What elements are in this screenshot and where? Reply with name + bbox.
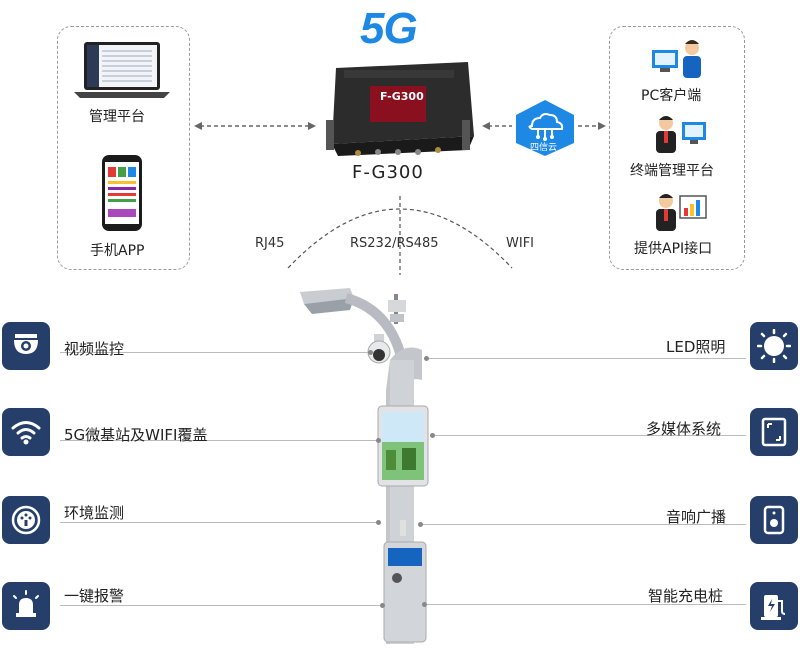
device-name: F-G300 xyxy=(352,162,424,183)
connector-line xyxy=(60,352,370,353)
connector-dot xyxy=(424,356,429,361)
right-panel xyxy=(609,26,745,270)
connector-dot xyxy=(418,522,423,527)
protocol-label: RJ45 xyxy=(255,236,285,251)
5g-logo: 5G xyxy=(360,4,418,53)
connector-line xyxy=(424,604,746,605)
cloud-label: 四信云 xyxy=(530,143,558,153)
left-panel xyxy=(57,26,190,270)
feature-label: LED照明 xyxy=(666,338,726,356)
connector-line xyxy=(420,524,746,525)
feature-label: 音响广播 xyxy=(666,508,727,526)
connector-dot xyxy=(430,433,435,438)
terminal-admin-icon xyxy=(652,114,708,158)
right-item-label: PC客户端 xyxy=(641,88,702,104)
protocol-label: RS232/RS485 xyxy=(350,236,439,251)
smart-pole xyxy=(290,280,450,648)
speaker-icon xyxy=(750,496,798,544)
feature-label: 环境监测 xyxy=(64,504,125,522)
right-item-label: 终端管理平台 xyxy=(630,163,714,179)
camera-icon xyxy=(2,322,50,370)
sensor-icon xyxy=(2,496,50,544)
wifi-icon xyxy=(2,408,50,456)
connector-dot xyxy=(422,602,427,607)
connector-line xyxy=(60,440,378,441)
phone-icon xyxy=(100,153,144,237)
gateway-device: F-G300 xyxy=(318,60,478,160)
connector-dot xyxy=(368,350,373,355)
feature-label: 一键报警 xyxy=(64,587,125,605)
connector-line xyxy=(60,605,382,606)
led-icon xyxy=(750,322,798,370)
right-item-label: 提供API接口 xyxy=(634,241,713,257)
connector-dot xyxy=(380,603,385,608)
cloud-icon: 四信云 xyxy=(512,98,578,160)
charger-icon xyxy=(750,582,798,630)
screen-icon xyxy=(750,408,798,456)
feature-label: 视频监控 xyxy=(64,340,125,358)
alarm-icon xyxy=(2,582,50,630)
laptop-icon xyxy=(72,40,172,104)
api-user-icon xyxy=(652,192,708,236)
connector-line xyxy=(60,522,378,523)
pc-user-icon xyxy=(650,38,704,84)
left-item-label: 手机APP xyxy=(90,243,145,259)
feature-label: 5G微基站及WIFI覆盖 xyxy=(64,426,208,444)
feature-label: 多媒体系统 xyxy=(646,420,722,438)
protocol-label: WIFI xyxy=(506,236,534,251)
device-face-text: F-G300 xyxy=(380,90,424,103)
feature-label: 智能充电桩 xyxy=(648,587,724,605)
left-item-label: 管理平台 xyxy=(89,109,145,125)
connector-dot xyxy=(376,438,381,443)
connector-dot xyxy=(376,520,381,525)
connector-line xyxy=(432,435,746,436)
connector-line xyxy=(426,358,746,359)
